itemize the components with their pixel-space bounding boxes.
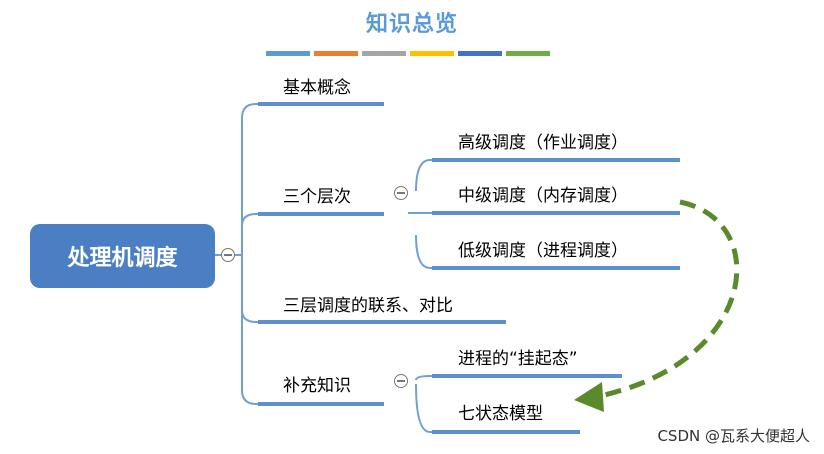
connector-levels-low [415,234,432,269]
branch-basic-underline [258,102,384,106]
branch-extra-label[interactable]: 补充知识 [283,376,351,396]
levels-collapse-toggle[interactable] [394,186,408,200]
level-mid-label[interactable]: 中级调度（内存调度） [458,186,628,206]
level-mid-underline [432,211,680,215]
connector-extra-seven [415,383,432,433]
extra-seven-underline [432,430,580,434]
branch-basic-label[interactable]: 基本概念 [283,78,351,98]
diagram-title: 知识总览 [365,12,458,37]
csdn-watermark: CSDN @瓦系大便超人 [657,427,810,445]
branch-levels-underline [258,212,384,216]
extra-suspend-underline [432,374,622,378]
dashed-arrow-head [574,382,604,412]
root-label: 处理机调度 [67,246,178,271]
color-bar-segment-4 [410,51,454,56]
root-node[interactable]: 处理机调度 [30,224,215,288]
branch-relation-underline [258,320,506,324]
connector-root-basic [241,103,258,255]
level-low-underline [432,266,680,270]
level-high-label[interactable]: 高级调度（作业调度） [458,133,628,153]
connector-root-relation [241,255,258,323]
branch-relation-label[interactable]: 三层调度的联系、对比 [283,296,453,316]
extra-collapse-toggle[interactable] [394,374,408,388]
dashed-arrow-path [599,199,740,399]
root-collapse-toggle[interactable] [221,248,235,262]
color-bar-segment-6 [506,51,550,56]
branch-levels-label[interactable]: 三个层次 [283,187,351,207]
extra-seven-label[interactable]: 七状态模型 [458,404,543,424]
connector-levels-high [415,159,432,192]
color-bar-segment-5 [458,51,502,56]
level-low-label[interactable]: 低级调度（进程调度） [458,241,628,261]
color-bar-segment-2 [314,51,358,56]
extra-suspend-label[interactable]: 进程的“挂起态” [458,349,578,369]
level-high-underline [432,158,680,162]
color-bar-segment-1 [266,51,310,56]
connector-root-extra [241,255,258,405]
connector-extra-suspend [415,375,432,381]
connector-root-levels [241,213,258,255]
branch-extra-underline [258,402,384,406]
color-bar-segment-3 [362,51,406,56]
